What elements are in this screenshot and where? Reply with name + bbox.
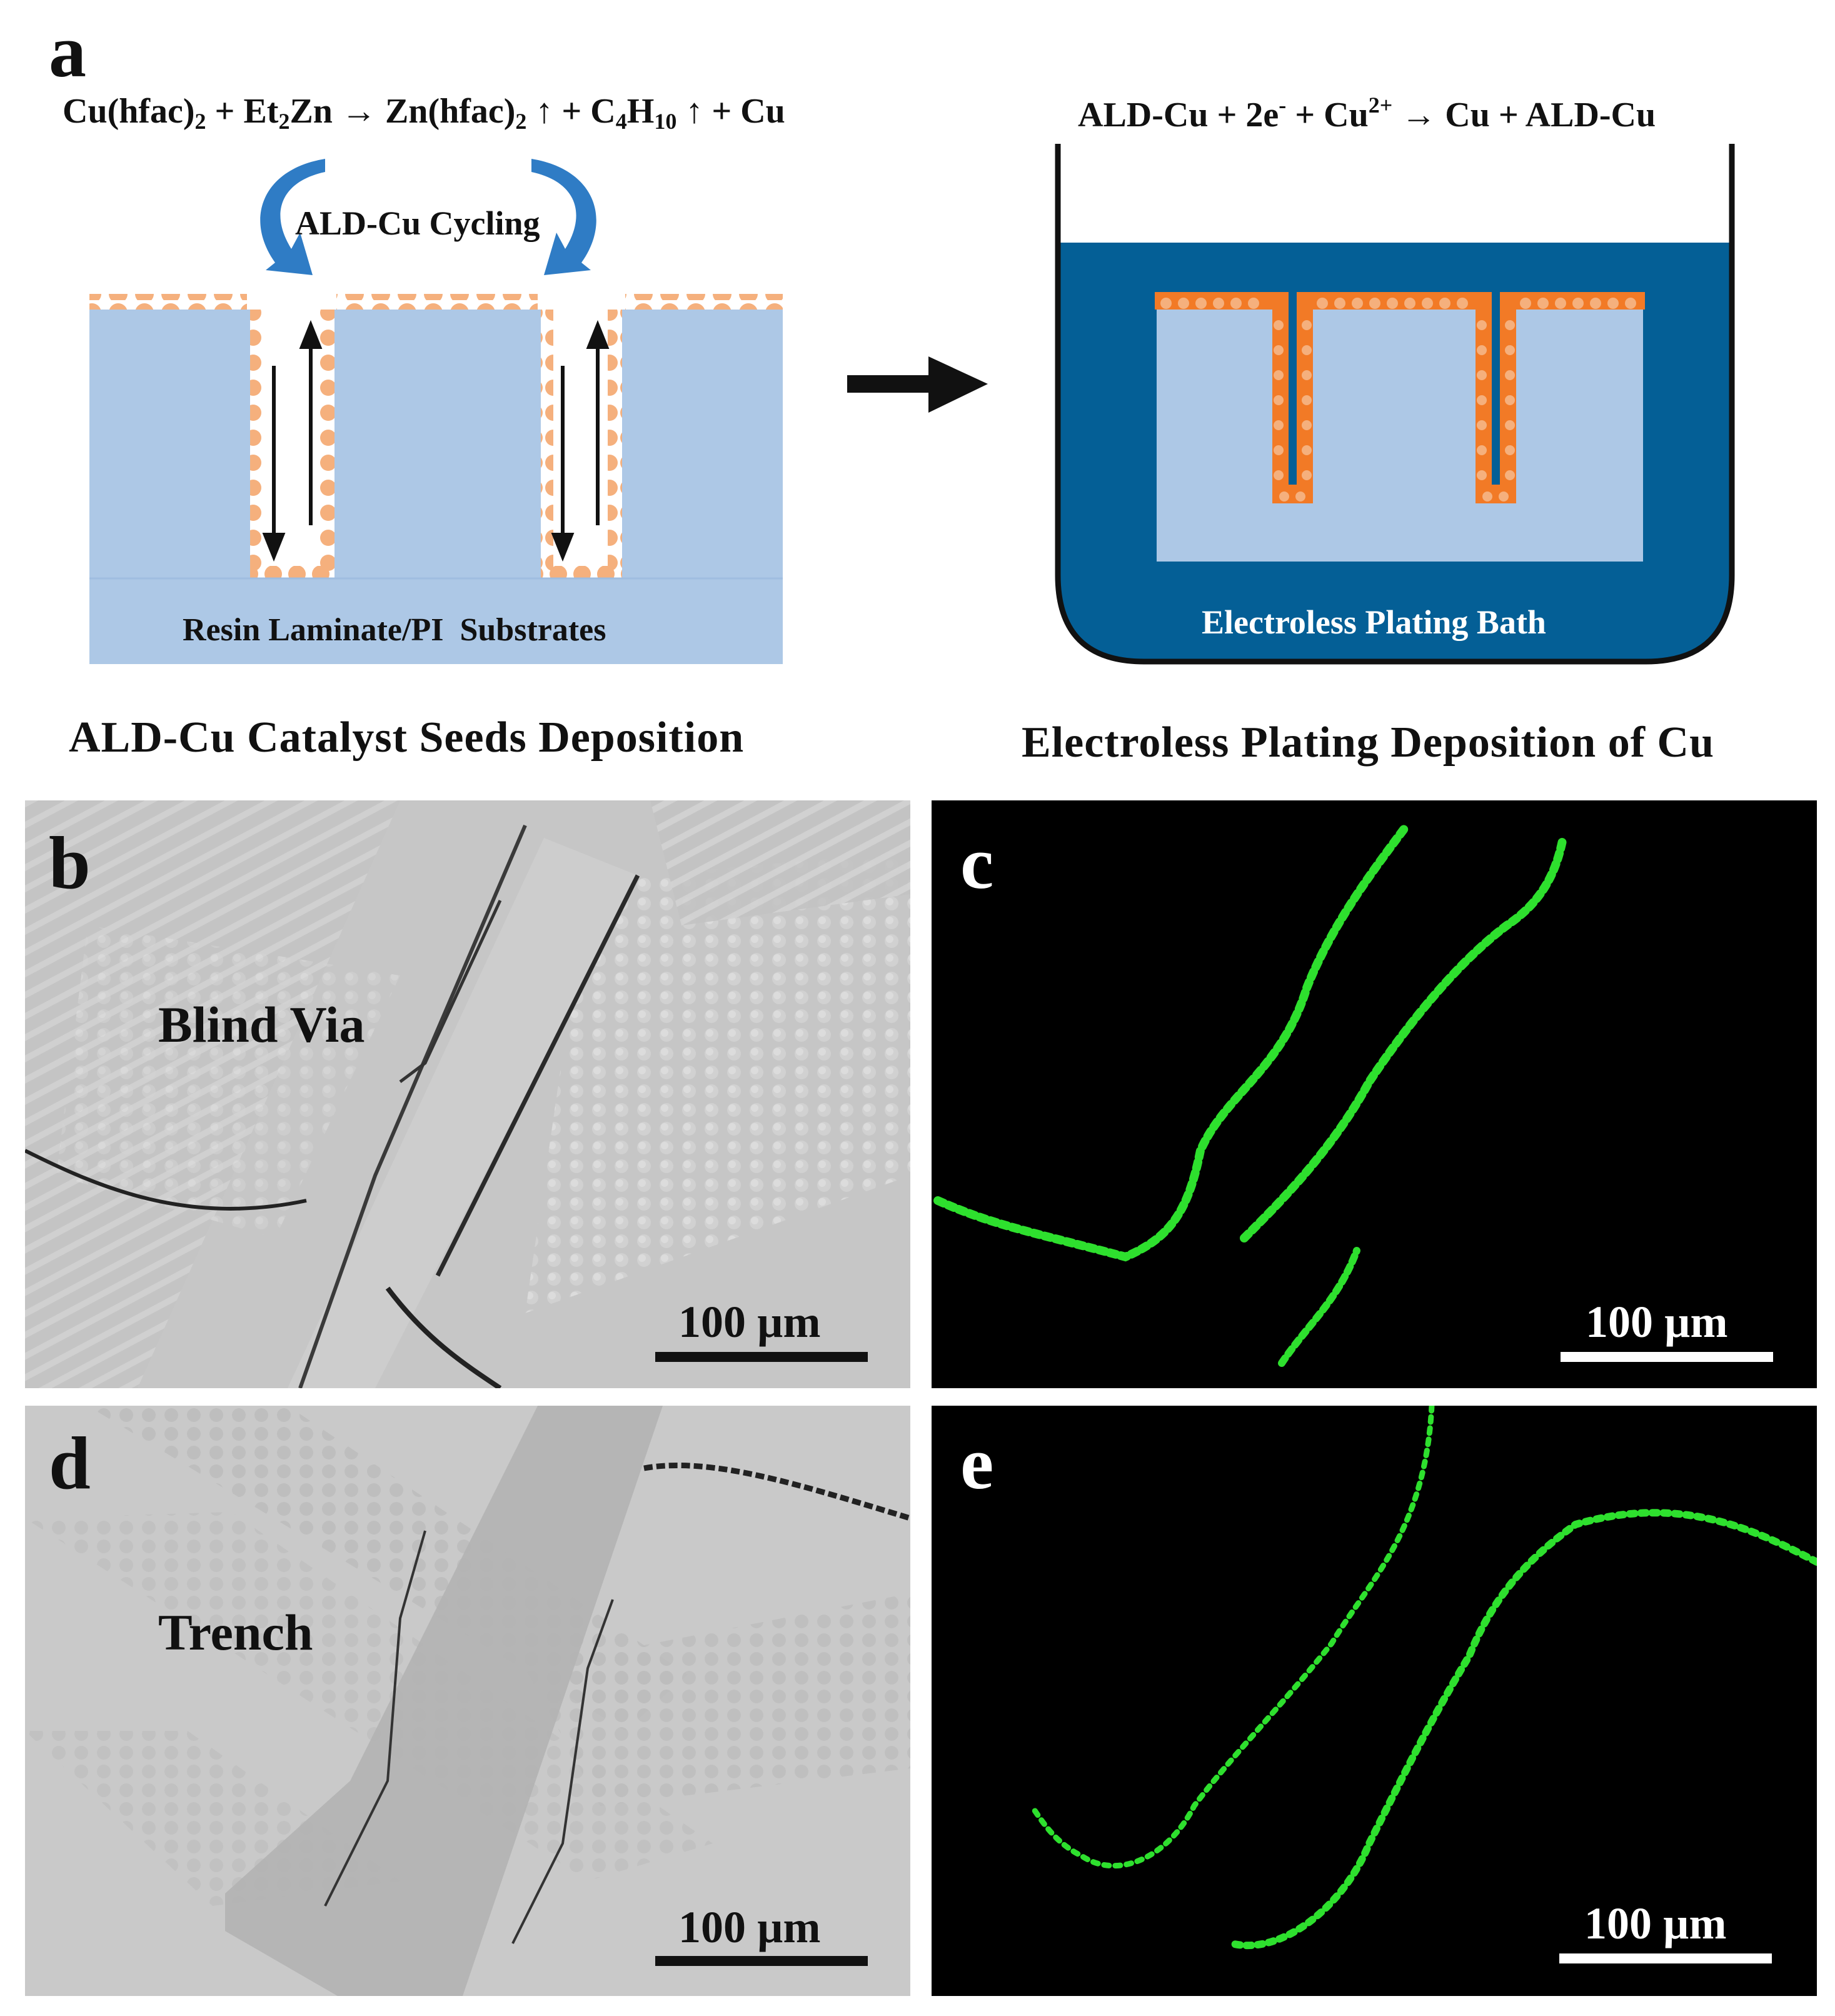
- panel-e-letter: e: [960, 1421, 994, 1504]
- panel-c-letter: c: [960, 821, 994, 904]
- bath-label: Electroless Plating Bath: [1202, 603, 1546, 641]
- panel-c-scale-bar: [1561, 1352, 1773, 1362]
- substrate: [89, 310, 783, 664]
- panel-c-cu-map: [932, 800, 1817, 1388]
- panel-d-sem-image: [25, 1406, 910, 1996]
- panel-e-cu-map: [932, 1406, 1817, 1996]
- panel-e-scale-bar: [1559, 1953, 1772, 1963]
- substrate-label: Resin Laminate/PI Substrates: [183, 612, 606, 648]
- ald-cycling-label: ALD-Cu Cycling: [295, 204, 540, 242]
- ald-reaction-equation: Cu(hfac)2 + Et2Zn → Zn(hfac)2 ↑ + C4H10 …: [63, 92, 785, 134]
- panel-c-scale-label: 100 µm: [1586, 1297, 1728, 1347]
- electroless-reaction-equation: ALD-Cu + 2e- + Cu2+ → Cu + ALD-Cu: [1078, 93, 1656, 134]
- ald-seed-schematic: [89, 159, 783, 664]
- caption-ald-seeds: ALD-Cu Catalyst Seeds Deposition: [69, 713, 745, 762]
- caption-electroless-plating: Electroless Plating Deposition of Cu: [1022, 718, 1715, 767]
- bath-container: [1055, 144, 1735, 665]
- panel-b-sem-image: [25, 800, 910, 1388]
- panel-e-scale-label: 100 µm: [1584, 1898, 1727, 1948]
- cycling-arrows-icon: [260, 159, 596, 275]
- panel-b-scale-label: 100 µm: [678, 1297, 821, 1347]
- seed-row-top-1: [89, 294, 247, 311]
- seed-row-top-3: [625, 294, 783, 311]
- process-arrow-icon: [847, 356, 988, 413]
- panel-a-letter: a: [49, 9, 86, 93]
- panel-d-scale-bar: [655, 1956, 868, 1966]
- panel-d-scale-label: 100 µm: [678, 1902, 821, 1952]
- trench-label: Trench: [158, 1604, 313, 1661]
- panel-b-scale-bar: [655, 1352, 868, 1362]
- seed-row-top-2: [336, 294, 538, 311]
- panel-b-letter: b: [49, 821, 91, 904]
- blind-via-label: Blind Via: [158, 996, 365, 1053]
- plating-bath-schematic: [1055, 144, 1735, 665]
- panel-d-letter: d: [49, 1421, 91, 1504]
